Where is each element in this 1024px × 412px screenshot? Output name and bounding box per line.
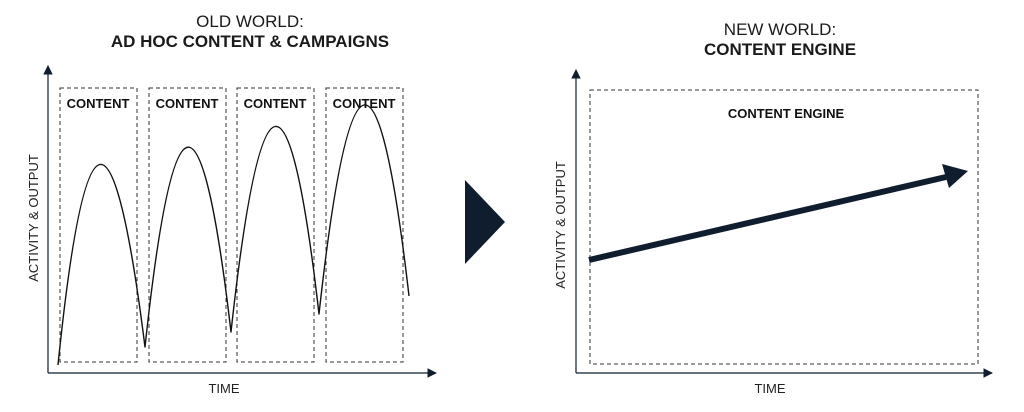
content-box-4-label: CONTENT (333, 96, 396, 111)
growth-arrow-shaft (588, 174, 947, 263)
left-x-axis-label: TIME (208, 381, 239, 396)
left-title-line2: AD HOC CONTENT & CAMPAIGNS (110, 32, 390, 51)
right-panel: ACTIVITY & OUTPUT TIME CONTENT ENGINE (553, 69, 993, 396)
content-engine-box-label: CONTENT ENGINE (728, 106, 845, 121)
activity-wave-curve (57, 104, 410, 366)
growth-arrow-head-icon (942, 164, 968, 188)
right-y-axis-label: ACTIVITY & OUTPUT (553, 161, 568, 289)
content-engine-box (589, 89, 979, 365)
left-y-axis-label: ACTIVITY & OUTPUT (26, 154, 41, 282)
content-box-2 (148, 87, 227, 363)
right-x-axis-label: TIME (754, 381, 785, 396)
left-panel: ACTIVITY & OUTPUT TIME CONTENT CONTENT C… (26, 65, 437, 396)
content-box-3 (236, 87, 315, 363)
content-box-3-label: CONTENT (244, 96, 307, 111)
content-box-1-label: CONTENT (67, 96, 130, 111)
right-title-line1: NEW WORLD: (723, 20, 837, 39)
content-box-2-label: CONTENT (156, 96, 219, 111)
left-panel-title: OLD WORLD: AD HOC CONTENT & CAMPAIGNS (60, 12, 440, 52)
content-box-4 (325, 87, 404, 363)
play-triangle-icon (465, 180, 505, 264)
left-title-line1: OLD WORLD: (196, 12, 304, 31)
right-panel-title: NEW WORLD: CONTENT ENGINE (590, 20, 970, 60)
right-title-line2: CONTENT ENGINE (703, 40, 857, 59)
content-box-1 (59, 87, 138, 363)
